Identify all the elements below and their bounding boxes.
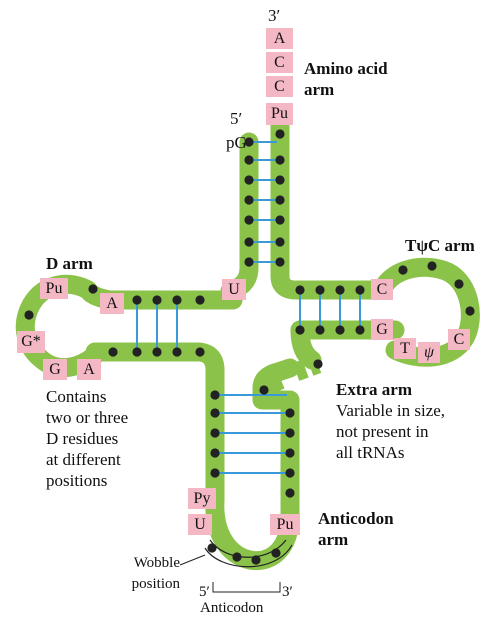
- base-t-t: T: [394, 338, 416, 359]
- t-bottom-dot-2: [335, 325, 344, 334]
- t-bottom-dot-1: [315, 325, 324, 334]
- base-a-d: A: [100, 293, 124, 314]
- acceptor-base-2: C: [266, 52, 293, 73]
- d-arm-label: D arm: [46, 253, 93, 274]
- acceptor-base-1: A: [266, 28, 293, 49]
- d-arm-note: Contains two or three D residues at diff…: [46, 386, 128, 491]
- d-bottom-dot-0: [108, 347, 117, 356]
- acceptor-5-dot-1: [244, 155, 253, 164]
- base-a-d2: A: [77, 359, 101, 380]
- acceptor-5-dot-5: [244, 237, 253, 246]
- ac-right-dot-3: [285, 468, 294, 477]
- d-top-dot-1: [152, 295, 161, 304]
- base-gstar: G*: [17, 331, 45, 353]
- base-u-top: U: [222, 279, 246, 300]
- t-top-dot-0: [295, 285, 304, 294]
- t-connector-dot: [313, 359, 322, 368]
- acceptor-base-3: C: [266, 76, 293, 97]
- acceptor-3-dot-1: [275, 155, 284, 164]
- t-top-dot-3: [355, 285, 364, 294]
- acceptor-3prime-label: 3′: [268, 5, 280, 26]
- amino-acid-arm-line1: Amino acid: [304, 58, 388, 79]
- d-bottom-dot-3: [172, 347, 181, 356]
- d-arm-note-line4: at different: [46, 449, 128, 470]
- tpsic-arm-label: TψC arm: [405, 235, 475, 256]
- amino-acid-arm-label: Amino acid arm: [304, 58, 388, 100]
- ac-right-dot-0: [285, 408, 294, 417]
- base-c-t2: C: [448, 329, 470, 350]
- t-loop-dot-2: [454, 279, 463, 288]
- acceptor-3-dot-2: [275, 175, 284, 184]
- acceptor-5prime-label: 5′: [230, 108, 242, 129]
- d-loop-dot-0: [88, 284, 97, 293]
- d-top-dot-2: [172, 295, 181, 304]
- ac-loop-dot-0: [207, 543, 216, 552]
- d-loop-dot-1: [24, 310, 33, 319]
- base-pu-ac: Pu: [270, 514, 300, 535]
- wobble-line2: position: [118, 574, 180, 595]
- ac-left-dot-4: [210, 468, 219, 477]
- acceptor-3-dot-0: [275, 129, 284, 138]
- ac-top-dot: [259, 385, 268, 394]
- d-arm-note-line3: D residues: [46, 428, 128, 449]
- anticodon-label: Anticodon: [200, 598, 263, 619]
- amino-acid-arm-line2: arm: [304, 79, 388, 100]
- acceptor-base-4: Pu: [266, 103, 293, 125]
- ac-left-dot-0: [210, 390, 219, 399]
- ac-right-dot-2: [285, 448, 294, 457]
- base-c-t1: C: [371, 279, 393, 300]
- anticodon-arm-label: Anticodon arm: [318, 508, 394, 550]
- extra-arm-label: Extra arm: [336, 379, 412, 400]
- d-arm-note-line1: Contains: [46, 386, 128, 407]
- acceptor-3-dot-4: [275, 215, 284, 224]
- pg-label: pG: [226, 132, 247, 153]
- d-bottom-dot-2: [152, 347, 161, 356]
- acceptor-5-dot-3: [244, 195, 253, 204]
- extra-arm-desc-line2: not present in: [336, 421, 445, 442]
- extra-arm-desc-line3: all tRNAs: [336, 442, 445, 463]
- base-pu-d: Pu: [40, 278, 68, 299]
- wobble-line1: Wobble: [118, 553, 180, 574]
- base-py-ac: Py: [188, 488, 216, 509]
- ac-left-dot-1: [210, 408, 219, 417]
- extra-arm-description: Variable in size, not present in all tRN…: [336, 400, 445, 463]
- ac-right-dot-4: [285, 488, 294, 497]
- acceptor-5-dot-6: [244, 257, 253, 266]
- d-top-dot-0: [132, 295, 141, 304]
- t-loop-dot-0: [398, 265, 407, 274]
- t-loop-dot-1: [427, 261, 436, 270]
- anticodon-arm-line1: Anticodon: [318, 508, 394, 529]
- ac-left-dot-3: [210, 448, 219, 457]
- base-g-d: G: [43, 359, 67, 380]
- acceptor-3-dot-5: [275, 237, 284, 246]
- t-loop-dot-3: [465, 306, 474, 315]
- extra-arm-desc-line1: Variable in size,: [336, 400, 445, 421]
- acceptor-5-dot-2: [244, 175, 253, 184]
- d-bottom-dot-1: [132, 347, 141, 356]
- base-psi-t: ψ: [418, 342, 440, 363]
- d-bottom-dot-4: [195, 347, 204, 356]
- d-arm-note-line5: positions: [46, 470, 128, 491]
- acceptor-3-dot-3: [275, 195, 284, 204]
- ac-right-dot-1: [285, 428, 294, 437]
- d-arm-note-line2: two or three: [46, 407, 128, 428]
- ac-left-dot-2: [210, 428, 219, 437]
- wobble-position-label: Wobble position: [118, 553, 180, 595]
- t-top-dot-2: [335, 285, 344, 294]
- anticodon-bracket: [213, 582, 280, 592]
- t-bottom-dot-0: [295, 325, 304, 334]
- base-g-t: G: [371, 319, 393, 340]
- acceptor-3-dot-6: [275, 257, 284, 266]
- anticodon-arm-line2: arm: [318, 529, 394, 550]
- wobble-pointer: [180, 555, 205, 565]
- base-u-ac: U: [188, 514, 212, 535]
- d-top-dot-3: [195, 295, 204, 304]
- t-bottom-dot-3: [355, 325, 364, 334]
- acceptor-3-strand: [280, 118, 382, 290]
- acceptor-5-dot-4: [244, 215, 253, 224]
- anticodon-3prime-label: 3′: [282, 582, 293, 603]
- t-top-dot-1: [315, 285, 324, 294]
